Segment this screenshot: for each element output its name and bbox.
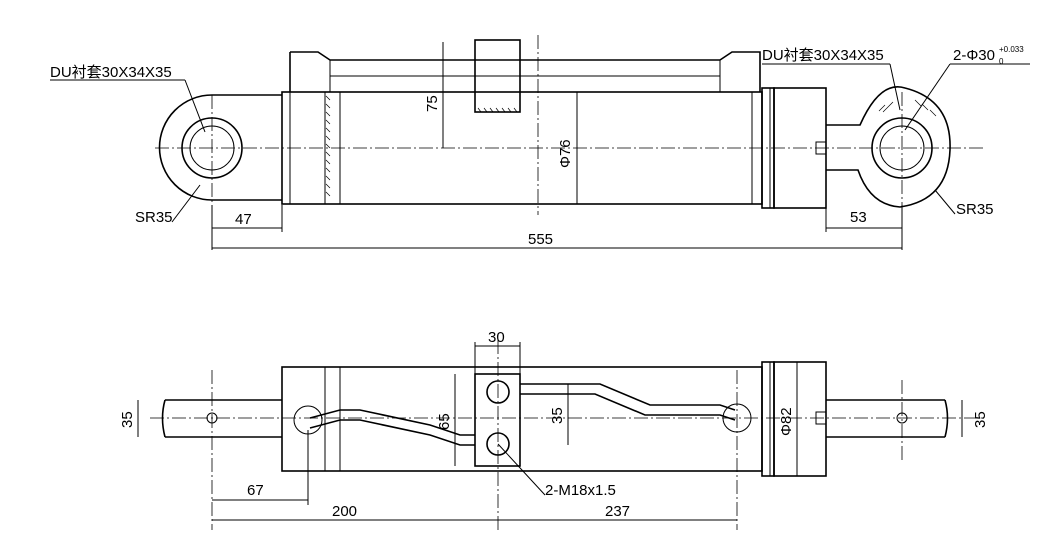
- dim-65: 65: [436, 413, 453, 430]
- dim-35-left: 35: [119, 411, 136, 428]
- dim-47: 47: [235, 211, 252, 228]
- dim-phi76: Φ76: [557, 139, 574, 168]
- dim-phi82: Φ82: [778, 407, 795, 436]
- dim-35-right: 35: [972, 411, 989, 428]
- dim-53: 53: [850, 209, 867, 226]
- label-sr-left: SR35: [135, 209, 173, 226]
- external-pipe: [289, 39, 761, 113]
- dim-30: 30: [488, 329, 505, 346]
- port-upper: [486, 380, 510, 404]
- bottom-view: 30 35 65 35 Φ82 35 2-M18x1.5 67 200 237: [119, 329, 989, 530]
- dim-200: 200: [332, 503, 357, 520]
- right-rod-eye: [815, 86, 951, 208]
- label-du-left: DU衬套30X34X35: [50, 64, 172, 81]
- dim-75: 75: [424, 95, 441, 112]
- label-pin-diameter: 2-Φ30: [953, 47, 995, 64]
- label-ports: 2-M18x1.5: [545, 482, 616, 499]
- left-rod-eye: [158, 94, 282, 201]
- valve-block: [474, 373, 521, 467]
- port-lower: [486, 432, 510, 456]
- label-pin-tolerance-lower: 0: [999, 57, 1004, 66]
- label-sr-right: SR35: [956, 201, 994, 218]
- dim-237: 237: [605, 503, 630, 520]
- dim-67: 67: [247, 482, 264, 499]
- label-du-right: DU衬套30X34X35: [762, 47, 884, 64]
- top-view: DU衬套30X34X35 DU衬套30X34X35 2-Φ30 +0.033 0…: [50, 35, 1030, 250]
- bottom-cylinder-body: [281, 366, 763, 472]
- dim-35-mid: 35: [549, 407, 566, 424]
- dim-555: 555: [528, 231, 553, 248]
- label-pin-tolerance-upper: +0.033: [999, 45, 1024, 54]
